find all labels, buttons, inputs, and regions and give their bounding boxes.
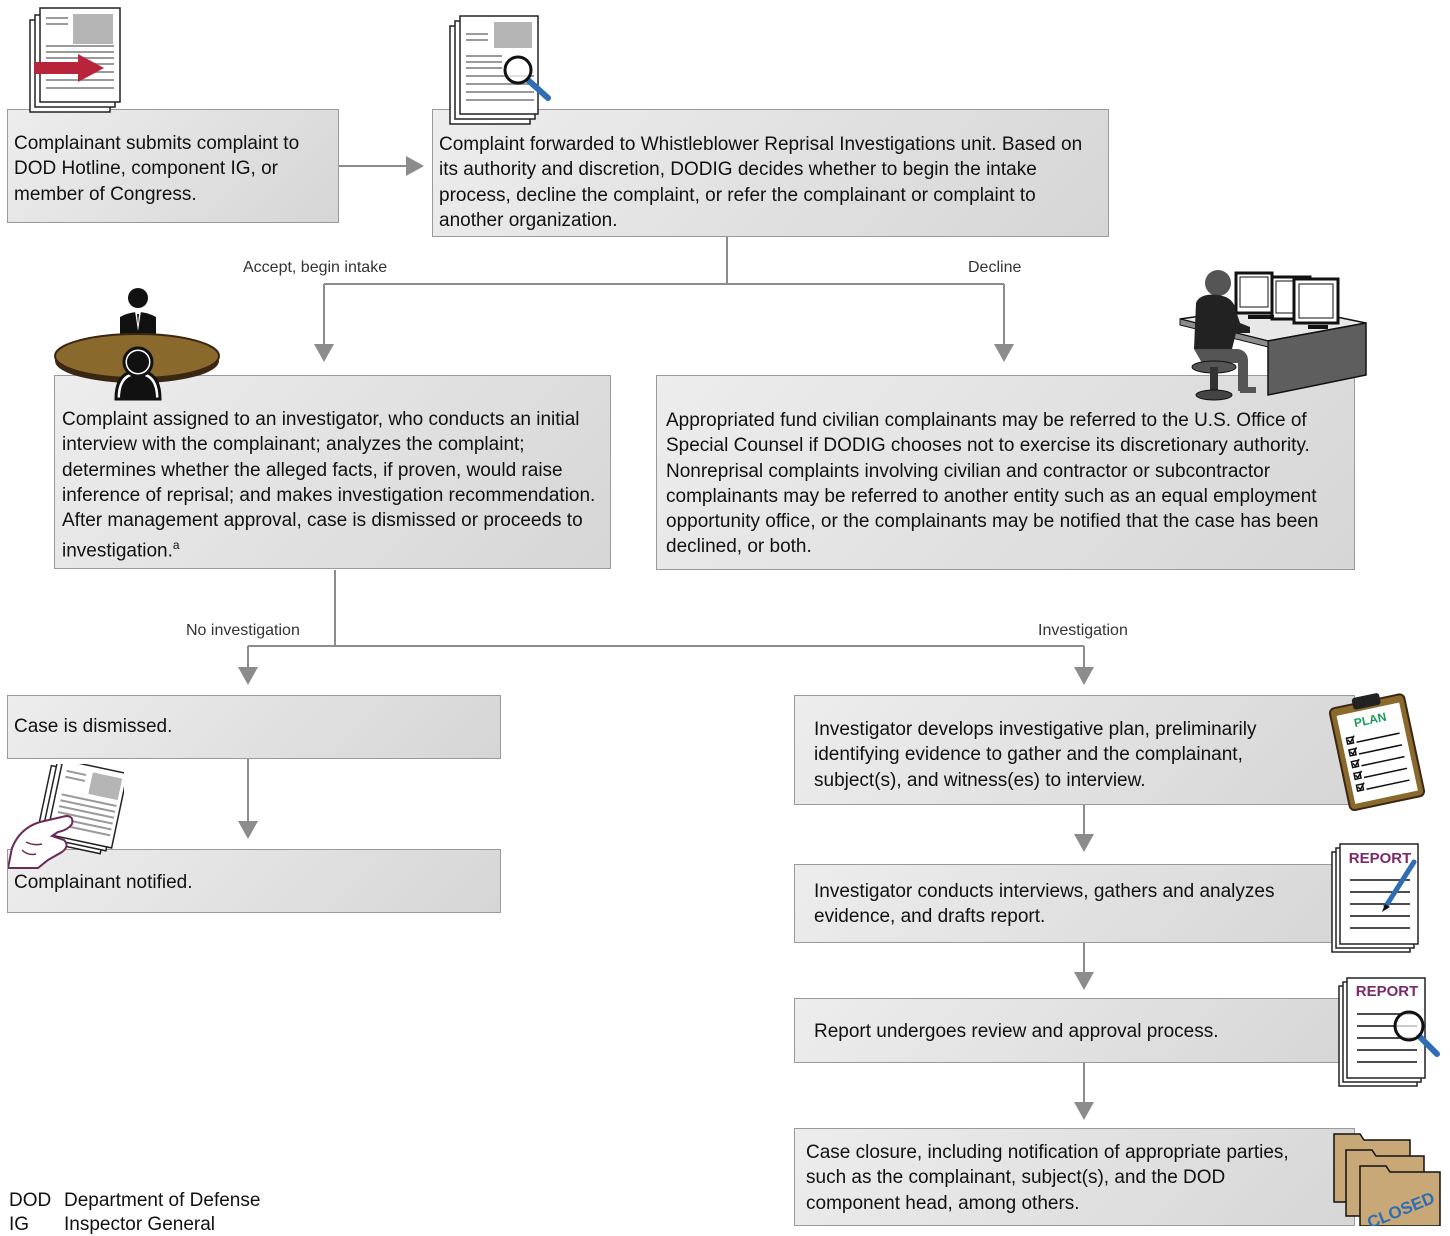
step-decline-text: Appropriated fund civilian complainants …: [666, 410, 1319, 558]
step-dismissed-box: Case is dismissed.: [7, 695, 501, 759]
step-forward-box: Complaint forwarded to Whistleblower Rep…: [432, 109, 1109, 237]
step-assign-box: Complaint assigned to an investigator, w…: [54, 375, 611, 569]
interview-table-icon: [54, 288, 220, 401]
step-submit-text: Complainant submits complaint to DOD Hot…: [14, 133, 300, 205]
computer-workstation-icon: [1179, 270, 1367, 401]
step-plan-text: Investigator develops investigative plan…: [814, 719, 1257, 791]
report-magnifier-icon: REPORT: [1338, 977, 1440, 1087]
document-magnifier-icon: [449, 15, 551, 125]
edge-label-investigation: Investigation: [1038, 622, 1128, 639]
abbreviation-term: DOD: [9, 1190, 52, 1211]
edge-label-decline: Decline: [968, 259, 1022, 276]
step-closure-box: Case closure, including notification of …: [794, 1128, 1355, 1226]
abbreviation-term: IG: [9, 1214, 30, 1235]
plan-label: PLAN: [1353, 710, 1388, 730]
step-review-text: Report undergoes review and approval pro…: [814, 1021, 1219, 1042]
step-interviews-text: Investigator conducts interviews, gather…: [814, 881, 1275, 928]
footnote-marker: a: [172, 538, 180, 553]
document-arrow-icon: [29, 7, 121, 113]
abbreviation-definition: Department of Defense: [64, 1190, 261, 1211]
step-notified-box: Complainant notified.: [7, 849, 501, 913]
step-assign-text: Complaint assigned to an investigator, w…: [62, 409, 596, 562]
step-notified-text: Complainant notified.: [14, 872, 193, 893]
edge-label-no-investigation: No investigation: [186, 622, 300, 639]
report-draft-label: REPORT: [1349, 850, 1412, 867]
report-review-label: REPORT: [1356, 983, 1419, 1000]
step-review-box: Report undergoes review and approval pro…: [794, 998, 1355, 1063]
step-plan-box: Investigator develops investigative plan…: [794, 695, 1355, 805]
edge-label-accept: Accept, begin intake: [243, 259, 388, 276]
step-interviews-box: Investigator conducts interviews, gather…: [794, 864, 1355, 943]
step-dismissed-text: Case is dismissed.: [14, 716, 173, 737]
step-closure-text: Case closure, including notification of …: [806, 1142, 1289, 1214]
report-pen-icon: REPORT: [1331, 843, 1419, 953]
abbreviation-ig: IG Inspector General: [9, 1214, 215, 1236]
abbreviation-dod: DOD Department of Defense: [9, 1190, 260, 1212]
hand-document-icon: [8, 764, 124, 869]
step-decline-box: Appropriated fund civilian complainants …: [656, 375, 1355, 570]
step-submit-box: Complainant submits complaint to DOD Hot…: [7, 109, 339, 223]
plan-clipboard-icon: PLAN: [1328, 693, 1426, 812]
closed-folders-icon: CLOSED: [1333, 1133, 1441, 1226]
abbreviation-definition: Inspector General: [64, 1214, 216, 1235]
step-forward-text: Complaint forwarded to Whistleblower Rep…: [439, 134, 1083, 231]
